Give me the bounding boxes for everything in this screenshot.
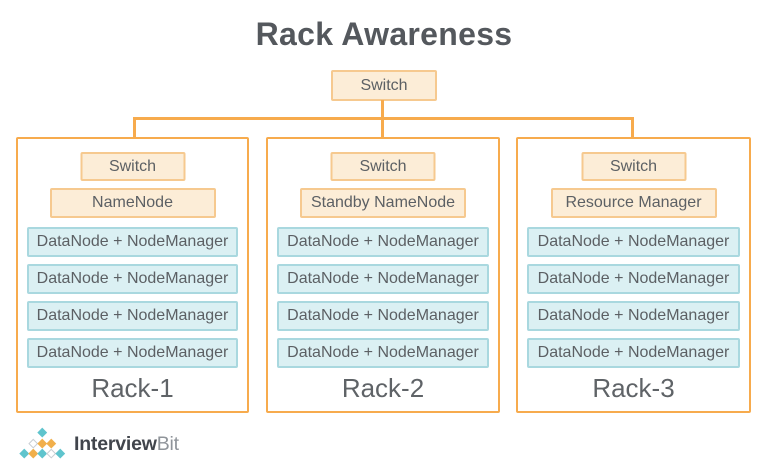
datanode-label: DataNode + NodeManager: [537, 307, 730, 324]
logo-diamond: [46, 448, 56, 458]
logo-wordmark: InterviewBit: [74, 433, 179, 456]
rack-2-label: Rack-2: [341, 373, 425, 403]
rack-3-datanode-3: DataNode + NodeManager: [527, 301, 740, 331]
rack-2-datanode-2: DataNode + NodeManager: [277, 264, 489, 294]
interviewbit-logo: InterviewBit: [19, 427, 179, 460]
rack-1-label: Rack-1: [91, 373, 174, 403]
datanode-label: DataNode + NodeManager: [537, 233, 730, 250]
rack-2-standby-namenode-label: Standby NameNode: [310, 194, 456, 211]
rack-2-switch-box: Switch: [330, 152, 436, 181]
rack-3-datanode-4: DataNode + NodeManager: [527, 338, 740, 368]
datanode-label: DataNode + NodeManager: [36, 233, 229, 250]
logo-text-interview: Interview: [74, 432, 157, 455]
rack-1-namenode-label: NameNode: [92, 194, 173, 211]
logo-diamond: [37, 448, 47, 458]
top-switch-label: Switch: [360, 76, 408, 94]
pyramid-row: [19, 448, 65, 458]
rack-1-datanode-2: DataNode + NodeManager: [27, 264, 238, 294]
rack-3-resource-manager-box: Resource Manager: [550, 188, 717, 218]
rack-2-switch-label: Switch: [359, 157, 407, 175]
rack-1-namenode-box: NameNode: [49, 188, 216, 218]
rack-1-datanode-4: DataNode + NodeManager: [27, 338, 238, 368]
datanode-label: DataNode + NodeManager: [287, 344, 479, 361]
diagram-title: Rack Awareness: [255, 16, 513, 52]
datanode-label: DataNode + NodeManager: [36, 307, 229, 324]
rack-3-datanode-2: DataNode + NodeManager: [527, 264, 740, 294]
datanode-label: DataNode + NodeManager: [287, 307, 479, 324]
logo-diamond: [37, 427, 47, 437]
datanode-label: DataNode + NodeManager: [537, 270, 730, 287]
rack-3-datanode-1: DataNode + NodeManager: [527, 227, 740, 257]
datanode-label: DataNode + NodeManager: [537, 344, 730, 361]
rack-1-datanode-1: DataNode + NodeManager: [27, 227, 238, 257]
rack-3-container: Switch Resource Manager DataNode + NodeM…: [516, 137, 751, 413]
datanode-label: DataNode + NodeManager: [287, 270, 479, 287]
connector-vertical-left: [133, 117, 136, 138]
rack-1-datanode-3: DataNode + NodeManager: [27, 301, 238, 331]
rack-3-switch-box: Switch: [581, 152, 686, 181]
datanode-label: DataNode + NodeManager: [36, 344, 229, 361]
top-switch-box: Switch: [331, 70, 437, 101]
rack-3-resource-manager-label: Resource Manager: [565, 194, 702, 211]
pyramid-row: [28, 438, 56, 448]
logo-diamond: [55, 448, 65, 458]
rack-3-label: Rack-3: [592, 373, 675, 403]
rack-2-standby-namenode-box: Standby NameNode: [300, 188, 466, 218]
rack-1-switch-label: Switch: [108, 157, 157, 175]
rack-1-switch-box: Switch: [80, 152, 185, 181]
rack-2-datanode-4: DataNode + NodeManager: [277, 338, 489, 368]
connector-horizontal: [133, 117, 634, 120]
rack-3-switch-label: Switch: [609, 157, 658, 175]
logo-diamond: [28, 448, 38, 458]
connector-vertical-right: [631, 117, 634, 138]
datanode-label: DataNode + NodeManager: [287, 233, 479, 250]
rack-2-datanode-3: DataNode + NodeManager: [277, 301, 489, 331]
datanode-label: DataNode + NodeManager: [36, 270, 229, 287]
diamond-pyramid-icon: [19, 427, 65, 460]
rack-2-datanode-1: DataNode + NodeManager: [277, 227, 489, 257]
pyramid-row: [37, 427, 47, 437]
rack-1-container: Switch NameNode DataNode + NodeManager D…: [16, 137, 249, 413]
logo-diamond: [46, 438, 56, 448]
rack-2-container: Switch Standby NameNode DataNode + NodeM…: [266, 137, 500, 413]
logo-diamond: [19, 448, 29, 458]
logo-text-bit: Bit: [156, 432, 179, 455]
